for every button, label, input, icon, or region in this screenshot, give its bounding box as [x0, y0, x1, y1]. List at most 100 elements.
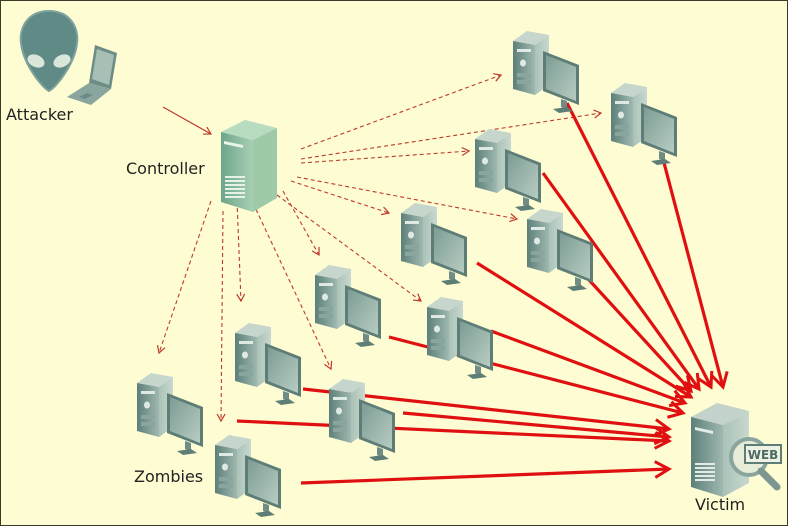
tower-top [137, 373, 173, 387]
zombie-z3-desktop-computer-icon [475, 129, 541, 211]
vent [333, 421, 347, 425]
drive-bay [615, 101, 629, 104]
command-arrow-z4 [296, 176, 519, 223]
victim-web-server-icon: WEB [691, 403, 782, 497]
attack-arrow-z5 [476, 261, 694, 399]
attack-arrow-z7 [490, 329, 688, 408]
monitor-screen [508, 153, 538, 199]
zombie-z10-desktop-computer-icon [329, 379, 395, 461]
command-arrow-z9 [156, 200, 212, 355]
tower-top [427, 297, 463, 311]
monitor-screen [170, 397, 200, 443]
attack-arrow-z2 [661, 158, 729, 390]
zombie-z2-desktop-computer-icon [611, 83, 677, 165]
server-vent [695, 475, 715, 477]
attack-arrow-z10 [402, 411, 673, 446]
attack-arrow-z3 [541, 172, 701, 392]
monitor-base [441, 279, 461, 285]
vent [141, 422, 155, 426]
vent [479, 178, 493, 182]
drive-bay [219, 453, 233, 456]
alien-eye-left [27, 54, 45, 68]
drive-bay [141, 391, 155, 394]
drive-bay [405, 221, 419, 224]
zombie-z8-desktop-computer-icon [235, 323, 301, 405]
command-arrow-z3 [300, 146, 471, 164]
tower-top [401, 203, 437, 217]
server-top [691, 403, 749, 425]
laptop-screen [92, 49, 114, 85]
controller-label: Controller [126, 159, 205, 178]
tower-top [527, 209, 563, 223]
command-arrow-z8 [236, 200, 246, 303]
drive-bay [239, 341, 253, 344]
power-button [408, 231, 414, 239]
monitor-stand [449, 271, 455, 281]
server-vent [695, 463, 715, 465]
power-button [144, 401, 150, 409]
laptop-touchpad [79, 93, 93, 99]
zombie-z11-desktop-computer-icon [215, 435, 281, 517]
tower-top [329, 379, 365, 393]
attacker-label: Attacker [6, 105, 73, 124]
attack-arrow-z11 [300, 460, 673, 485]
monitor-base [515, 205, 535, 211]
vent [319, 314, 333, 318]
vent [531, 258, 545, 262]
monitor-screen [546, 55, 576, 101]
zombie-z5-desktop-computer-icon [401, 203, 467, 285]
command-arrow-z1 [300, 73, 503, 150]
victim-label: Victim [695, 495, 746, 514]
command-arrow-z7 [276, 194, 422, 302]
server-vent [225, 188, 245, 190]
command-arrow-z6 [282, 190, 320, 257]
monitor-screen [362, 403, 392, 449]
monitor-base [567, 285, 587, 291]
monitor-base [255, 511, 275, 517]
zombies-label: Zombies [134, 467, 204, 486]
monitor-screen [348, 289, 378, 335]
monitor-base [355, 341, 375, 347]
monitor-screen [248, 459, 278, 505]
power-button [322, 293, 328, 301]
command-arrow-z10 [252, 202, 333, 371]
vent [405, 252, 419, 256]
power-button [434, 325, 440, 333]
attack-arrow-z9 [236, 419, 673, 450]
vent [405, 245, 419, 249]
vent [333, 428, 347, 432]
zombie-z6-desktop-computer-icon [315, 265, 381, 347]
server-label [695, 427, 713, 434]
monitor-screen [644, 107, 674, 153]
vent [239, 372, 253, 376]
monitor-base [553, 107, 573, 113]
monitor-stand [185, 441, 191, 451]
monitor-stand [575, 277, 581, 287]
monitor-screen [560, 233, 590, 279]
command-arrow-z5 [290, 180, 391, 216]
tower-top [315, 265, 351, 279]
alien-eye-right [53, 54, 71, 68]
command-arrow-z11 [216, 210, 226, 423]
drive-bay [431, 315, 445, 318]
attacker-to-controller-arrow [162, 106, 213, 135]
vent [479, 171, 493, 175]
alien-head [19, 9, 79, 93]
monitor-stand [283, 391, 289, 401]
monitor-stand [475, 365, 481, 375]
monitor-base [467, 373, 487, 379]
vent [517, 80, 531, 84]
power-button [222, 463, 228, 471]
power-button [336, 407, 342, 415]
power-button [242, 351, 248, 359]
power-button [482, 157, 488, 165]
vent [615, 132, 629, 136]
server-vent [225, 180, 245, 182]
drive-bay [517, 49, 531, 52]
power-button [520, 59, 526, 67]
magnifier-handle [757, 467, 781, 491]
tower-top [513, 31, 549, 45]
controller-server-icon [221, 120, 277, 212]
vent [319, 307, 333, 311]
